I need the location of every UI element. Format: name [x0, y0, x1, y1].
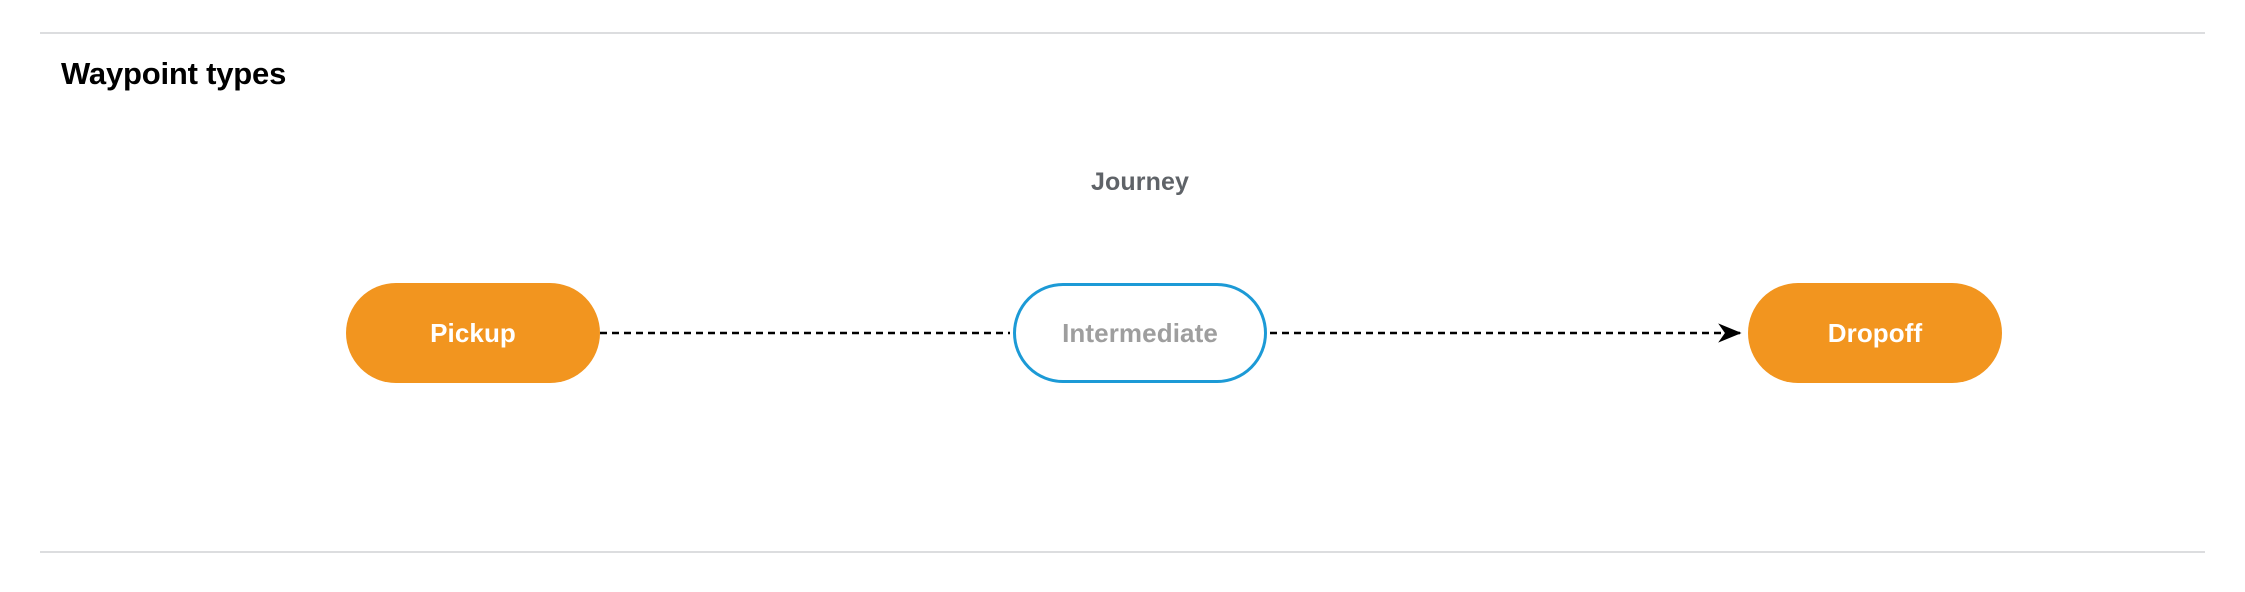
- top-divider: [40, 32, 2205, 34]
- node-dropoff-label: Dropoff: [1827, 317, 1923, 348]
- group-label-journey: Journey: [1091, 168, 1189, 196]
- node-intermediate-label: Intermediate: [1062, 317, 1218, 348]
- node-intermediate[interactable]: Intermediate: [1013, 283, 1267, 383]
- page-title: Waypoint types: [61, 56, 287, 91]
- node-dropoff[interactable]: Dropoff: [1748, 283, 2002, 383]
- bottom-divider: [40, 551, 2205, 553]
- node-pickup-label: Pickup: [430, 317, 516, 348]
- node-pickup[interactable]: Pickup: [346, 283, 600, 383]
